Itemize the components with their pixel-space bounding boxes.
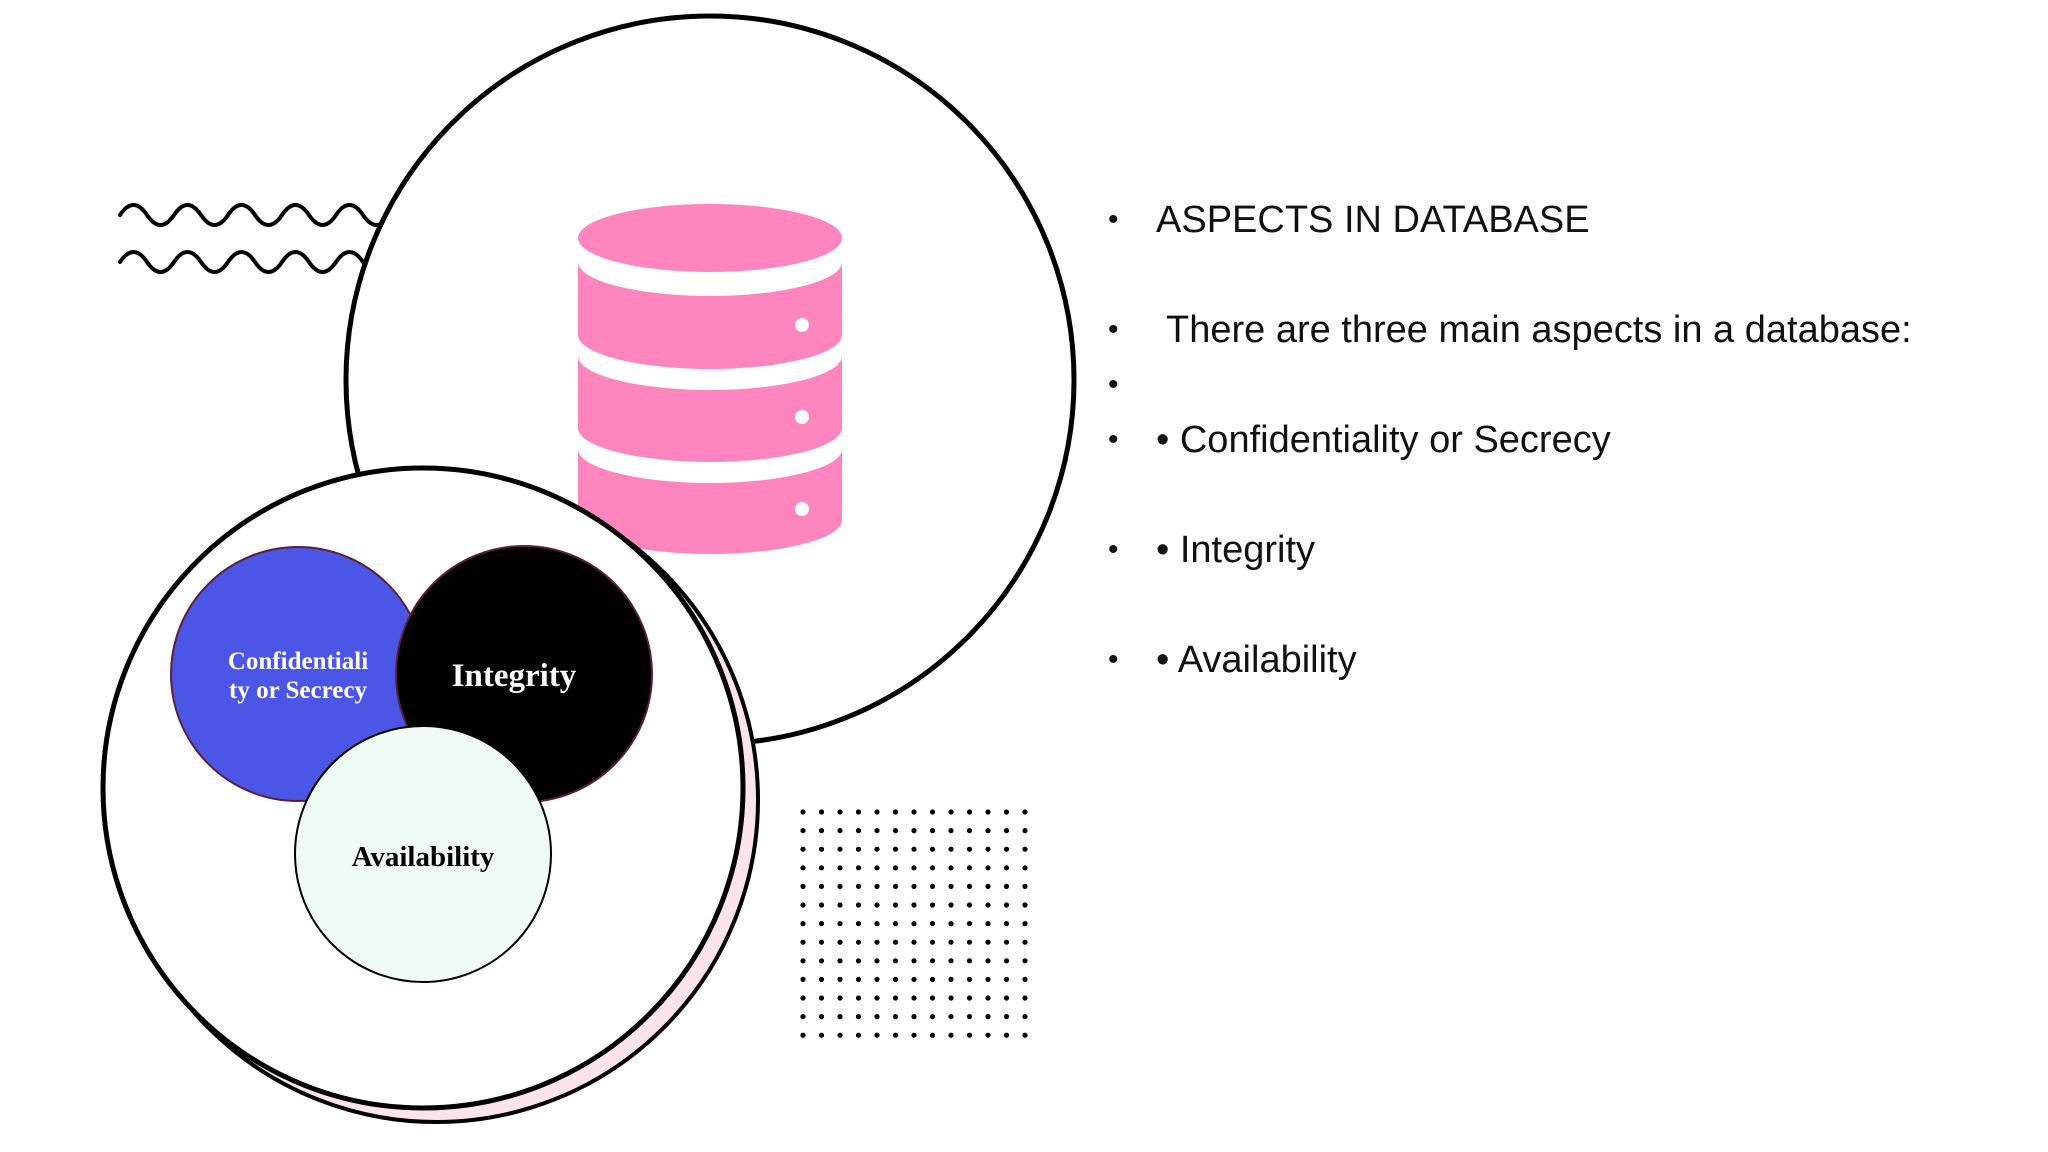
- bullet-confidentiality: • Confidentiality or Secrecy: [1108, 410, 2008, 520]
- bullet-intro: There are three main aspects in a databa…: [1108, 300, 2008, 410]
- confidentiality-label-line2: ty or Secrecy: [229, 677, 367, 704]
- database-icon: [578, 204, 842, 554]
- availability-label: Availability: [352, 841, 495, 873]
- bullet-availability: • Availability: [1108, 630, 2008, 740]
- confidentiality-label-line1: Confidentiali: [228, 648, 368, 675]
- dot-grid-decoration: [800, 809, 1028, 1038]
- availability-circle: [294, 725, 552, 983]
- integrity-label: Integrity: [452, 658, 577, 694]
- bullet-integrity: • Integrity: [1108, 520, 2008, 630]
- bullet-heading: ASPECTS IN DATABASE: [1108, 190, 2008, 300]
- bullet-list: ASPECTS IN DATABASE There are three main…: [1108, 190, 2008, 740]
